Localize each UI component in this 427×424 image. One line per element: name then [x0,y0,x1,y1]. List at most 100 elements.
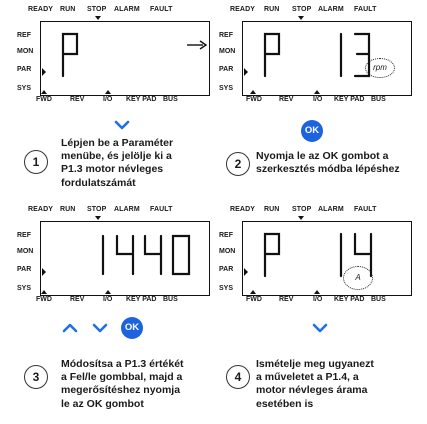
lcd-screen: REF MON PAR SYS [17,221,210,296]
status-fault: FAULT [150,206,173,213]
mode-bus: BUS [163,296,178,303]
mode-io: I/O [313,96,323,103]
mode-io: I/O [313,296,323,303]
side-mon: MON [17,48,34,55]
io-indicator-icon [105,90,111,94]
lcd-screen: REF MON PAR SYS A [219,221,412,296]
fwd-indicator-icon [41,290,47,294]
par-indicator-icon [244,268,248,276]
step-number-4: 4 [226,365,250,389]
step-text-2: Nyomja le az OK gombot a szerkesztés mód… [256,150,400,176]
segment-display [263,32,371,78]
io-indicator-icon [314,90,320,94]
mode-keypad: KEY PAD [126,296,157,303]
step-number-2: 2 [226,152,250,176]
mode-bus: BUS [371,96,386,103]
status-ready: READY [28,6,54,13]
mode-fwd: FWD [246,296,262,303]
status-bar: READY RUN STOP ALARM FAULT [28,206,212,220]
status-alarm: ALARM [114,206,140,213]
status-bar: READY RUN STOP ALARM FAULT [230,206,412,220]
status-ready: READY [28,206,54,213]
stop-indicator-icon [298,16,304,20]
mode-keypad: KEY PAD [334,296,365,303]
par-indicator-icon [42,268,46,276]
stop-indicator-icon [95,16,101,20]
status-ready: READY [230,6,256,13]
status-ready: READY [230,206,256,213]
display-panel-2: READY RUN STOP ALARM FAULT REF MON PAR S… [219,6,424,111]
status-stop: STOP [87,206,107,213]
status-alarm: ALARM [114,6,140,13]
par-indicator-icon [42,68,46,76]
status-fault: FAULT [150,6,173,13]
side-sys: SYS [219,285,234,292]
status-fault: FAULT [354,6,377,13]
fwd-indicator-icon [250,290,256,294]
side-ref: REF [219,232,233,239]
mode-rev: REV [279,296,294,303]
mode-bar: FWD REV I/O KEY PAD BUS [234,290,424,306]
mode-fwd: FWD [36,296,52,303]
mode-io: I/O [103,296,113,303]
mode-rev: REV [279,96,294,103]
segment-display [101,234,191,276]
status-run: RUN [60,206,76,213]
status-run: RUN [264,6,280,13]
lcd-screen: REF MON PAR SYS rpm [219,21,412,96]
mode-bar: FWD REV I/O KEY PAD BUS [32,90,222,106]
status-run: RUN [60,6,76,13]
step-text-4: Ismételje meg ugyanezt a műveletet a P1.… [256,358,374,410]
par-indicator-icon [244,68,248,76]
io-indicator-icon [314,290,320,294]
mode-bus: BUS [371,296,386,303]
side-ref: REF [17,232,31,239]
mode-bar: FWD REV I/O KEY PAD BUS [234,90,424,106]
status-alarm: ALARM [318,206,344,213]
io-indicator-icon [105,290,111,294]
side-par: PAR [17,66,32,73]
status-bar: READY RUN STOP ALARM FAULT [28,6,212,20]
fwd-indicator-icon [250,90,256,94]
chevron-down-icon[interactable] [92,323,108,333]
mode-rev: REV [70,296,85,303]
side-mon: MON [219,248,236,255]
side-mon: MON [17,248,34,255]
side-ref: REF [17,32,31,39]
side-par: PAR [219,66,234,73]
unit-rpm: rpm [365,58,395,78]
side-sys: SYS [219,85,234,92]
side-ref: REF [219,32,233,39]
segment-display [61,32,79,78]
mode-fwd: FWD [246,96,262,103]
chevron-down-icon[interactable] [114,120,130,130]
display-panel-3: READY RUN STOP ALARM FAULT REF MON PAR S… [17,206,217,311]
mode-fwd: FWD [36,96,52,103]
mode-bus: BUS [163,96,178,103]
unit-ampere: A [343,266,373,290]
status-run: RUN [264,206,280,213]
display-panel-4: READY RUN STOP ALARM FAULT REF MON PAR S… [219,206,424,311]
ok-button[interactable]: OK [301,120,323,142]
stop-indicator-icon [95,216,101,220]
mode-io: I/O [103,96,113,103]
chevron-up-icon[interactable] [62,323,78,333]
mode-rev: REV [70,96,85,103]
step-text-3: Módosítsa a P1.3 értékét a Fel/le gombba… [61,358,184,410]
step-number-3: 3 [24,365,48,389]
step-text-1: Lépjen be a Paraméter menübe, és jelölje… [61,137,174,189]
segment-display [263,232,373,278]
status-stop: STOP [292,206,312,213]
stop-indicator-icon [298,216,304,220]
status-stop: STOP [292,6,312,13]
side-mon: MON [219,48,236,55]
side-sys: SYS [17,285,32,292]
step-number-1: 1 [24,150,48,174]
side-sys: SYS [17,85,32,92]
side-par: PAR [219,266,234,273]
fwd-indicator-icon [41,90,47,94]
right-arrow-icon [187,40,208,50]
ok-button[interactable]: OK [121,317,143,339]
display-panel-1: READY RUN STOP ALARM FAULT REF MON PAR S… [17,6,217,111]
chevron-down-icon[interactable] [312,323,328,333]
